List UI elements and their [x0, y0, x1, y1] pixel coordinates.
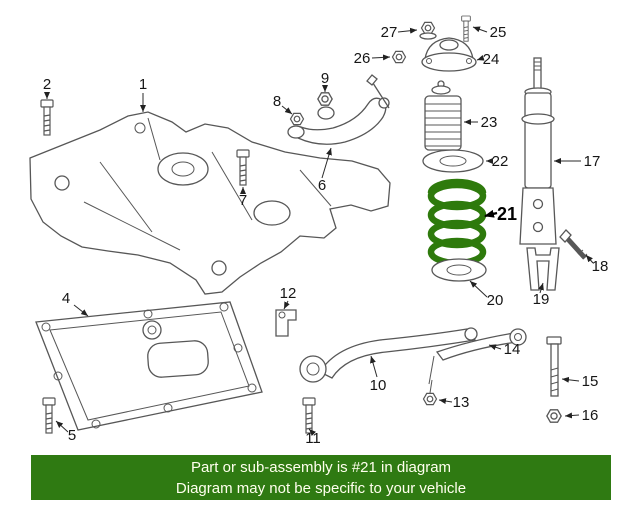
strut-mount	[421, 37, 477, 72]
part-label-23: 23	[481, 114, 498, 131]
nut-13	[422, 379, 438, 406]
bolt-15	[546, 336, 562, 397]
part-label-1: 1	[139, 76, 147, 93]
bolt-2	[40, 99, 54, 136]
part-label-14: 14	[504, 341, 521, 358]
part-label-20: 20	[487, 292, 504, 309]
part-label-24: 24	[483, 51, 500, 68]
leader-lines	[44, 26, 594, 437]
part-label-16: 16	[582, 407, 599, 424]
part-label-4: 4	[62, 290, 70, 307]
coil-spring-highlighted	[427, 178, 487, 267]
underbody-shield	[35, 301, 263, 431]
upper-spring-pad	[422, 149, 484, 173]
bolt-25	[461, 15, 471, 42]
part-label-25: 25	[490, 24, 507, 41]
lower-spring-pad	[431, 258, 487, 282]
part-label-6: 6	[318, 177, 326, 194]
part-label-12: 12	[280, 285, 297, 302]
nut-26	[391, 50, 407, 64]
banner-line-1: Part or sub-assembly is #21 in diagram	[190, 458, 452, 476]
part-label-19: 19	[533, 291, 550, 308]
part-label-17: 17	[584, 153, 601, 170]
part-label-9: 9	[321, 70, 329, 87]
part-label-15: 15	[582, 373, 599, 390]
nut-27	[419, 21, 437, 40]
part-label-2: 2	[43, 76, 51, 93]
nut-9	[317, 92, 333, 106]
nut-8	[289, 112, 305, 126]
front-subframe	[29, 111, 391, 295]
nut-16	[546, 409, 562, 423]
bolt-5	[42, 397, 56, 434]
part-label-7: 7	[239, 192, 247, 209]
part-label-18: 18	[592, 258, 609, 275]
part-label-21-highlighted: 21	[497, 204, 517, 224]
upper-control-arm	[287, 74, 390, 145]
part-label-5: 5	[68, 427, 76, 444]
part-label-8: 8	[273, 93, 281, 110]
notice-banner: Part or sub-assembly is #21 in diagram D…	[31, 455, 611, 500]
part-label-13: 13	[453, 394, 470, 411]
part-label-11: 11	[305, 430, 321, 447]
part-label-27: 27	[381, 24, 398, 41]
part-label-22: 22	[492, 153, 509, 170]
part-labels: 1 2 4 5 6 7 8 9 10 11 12 13 14 15 16 17 …	[43, 24, 609, 447]
lower-control-arm	[299, 327, 478, 383]
bolt-11	[302, 397, 316, 434]
part-label-10: 10	[370, 377, 387, 394]
strut-shock-absorber	[519, 57, 557, 245]
dust-boot	[424, 80, 462, 151]
bracket	[275, 309, 297, 337]
banner-line-2: Diagram may not be specific to your vehi…	[175, 479, 467, 497]
part-label-26: 26	[354, 50, 371, 67]
tension-strut-arm	[428, 328, 527, 385]
bolt-18	[559, 229, 588, 260]
